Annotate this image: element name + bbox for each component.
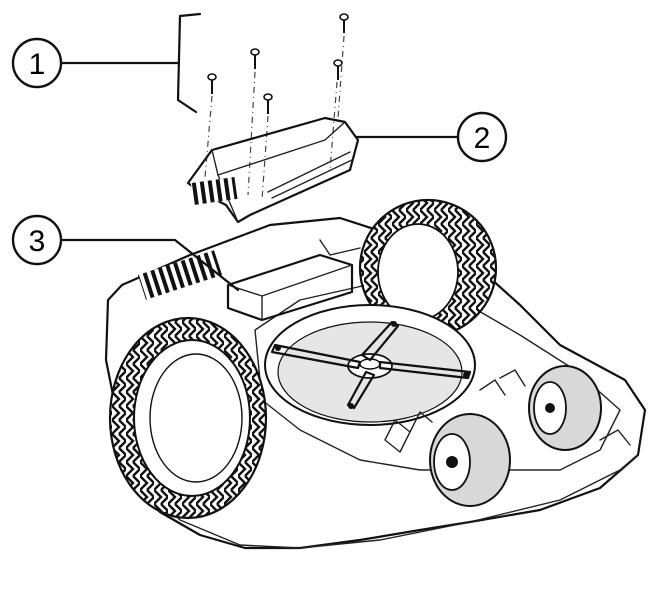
- screw: [204, 73, 217, 179]
- chassis-ribs: [384, 369, 631, 453]
- callout-2-label: 2: [474, 122, 491, 155]
- battery-cover: [186, 116, 360, 224]
- callout-1-label: 1: [29, 48, 46, 81]
- callout-1-bracket: [176, 12, 202, 114]
- drive-wheel-right: [358, 198, 498, 338]
- screw-group: [204, 13, 349, 201]
- callout-3-leader: [59, 238, 240, 292]
- screw: [329, 59, 343, 171]
- callout-3-label: 3: [29, 225, 46, 258]
- screw: [247, 48, 260, 196]
- drive-wheel-left: [108, 316, 268, 520]
- battery: [137, 239, 361, 322]
- screw: [337, 13, 349, 119]
- callout-1: 1: [11, 12, 202, 114]
- screw: [261, 93, 273, 201]
- callout-2-circle: [456, 111, 508, 163]
- caster-wheel: [429, 413, 511, 507]
- callout-3: 3: [11, 214, 240, 292]
- caster-wheel: [528, 365, 602, 451]
- blade-disc: [264, 304, 476, 426]
- callout-2: 2: [355, 111, 508, 163]
